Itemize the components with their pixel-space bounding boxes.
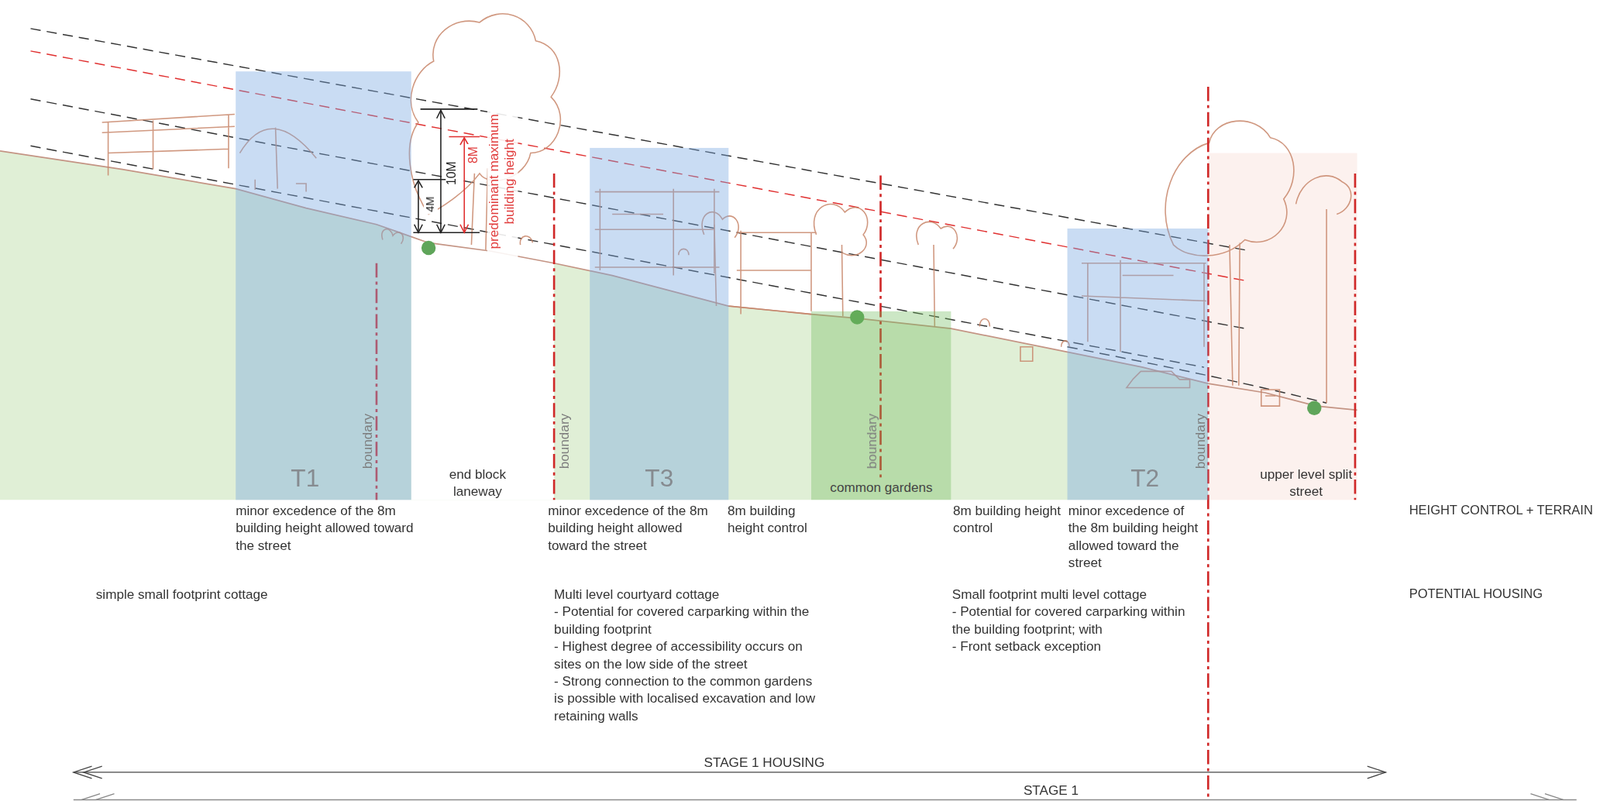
zone-label: T1 (290, 464, 320, 494)
dimension-line (412, 109, 480, 233)
housing-note: Small footprint multi level cottage (952, 585, 1198, 603)
dimension-label: 10M (445, 159, 460, 188)
control-note: minor excedence of the 8m building heigh… (547, 502, 724, 554)
sketch (728, 230, 816, 315)
zone-label: T2 (1130, 464, 1160, 494)
stage-label: STAGE 1 HOUSING (641, 753, 887, 771)
dimension-line (440, 110, 442, 233)
dimension-label: 4M (423, 193, 437, 214)
boundary-line (376, 86, 1356, 801)
dimension-line (414, 180, 424, 233)
sketch (102, 113, 235, 176)
dimension-label: 8M (466, 144, 481, 166)
sketch (1261, 389, 1280, 407)
housing-note: - Potential for covered carparking withi… (952, 602, 1198, 638)
stage-arrow (73, 799, 1577, 801)
dimension-line (463, 137, 465, 233)
garden-band: common gardens (811, 311, 951, 501)
ground-fill (1207, 153, 1357, 501)
dimension-line (436, 110, 446, 233)
ground-fill (411, 237, 554, 501)
area-label: upper level split street (1259, 465, 1353, 501)
note-list: Multi level courtyard cottage- Potential… (553, 585, 822, 725)
control-note: 8m building height control (953, 502, 1064, 537)
dimension-line (412, 231, 480, 234)
area-label: end block laneway (426, 465, 529, 501)
height-note: predominant maximum building height (486, 89, 517, 273)
dimension-line (420, 108, 479, 111)
boundary-label: boundary (1193, 412, 1209, 468)
row-heading: POTENTIAL HOUSING (1409, 585, 1543, 603)
row-heading: HEIGHT CONTROL + TERRAIN (1409, 502, 1594, 520)
zone-band: T3 (589, 147, 729, 500)
entry-dot (421, 240, 436, 255)
housing-note: - Highest degree of accessibility occurs… (553, 637, 822, 673)
control-note: minor excedence of the 8m building heigh… (1068, 502, 1201, 572)
control-note: minor excedence of the 8m building heigh… (235, 502, 417, 554)
zone-label: T3 (644, 464, 674, 494)
sketch (1296, 175, 1352, 403)
boundary-line (1354, 173, 1357, 500)
stage-arrow (73, 766, 1577, 800)
zone-label: common gardens (828, 480, 936, 497)
sketch (814, 204, 868, 317)
housing-note: - Potential for covered carparking withi… (553, 602, 822, 638)
boundary-line (553, 173, 556, 500)
control-note: 8m building height control (727, 502, 812, 537)
entry-dot (1307, 401, 1322, 416)
housing-note: - Strong connection to the common garden… (553, 672, 822, 725)
boundary-label: boundary (864, 412, 881, 468)
zone-band: T1 (235, 71, 412, 500)
stage-arrow (73, 771, 1387, 773)
note-list: Small footprint multi level cottage- Pot… (952, 585, 1198, 656)
sketch (409, 13, 561, 251)
housing-note: - Front setback exception (952, 637, 1198, 655)
stage-arrow (81, 794, 1563, 801)
housing-note: simple small footprint cottage (96, 585, 269, 603)
boundary-label: boundary (557, 412, 574, 468)
dimension-line (417, 180, 420, 233)
zone-band: T2 (1067, 228, 1209, 500)
housing-note: Multi level courtyard cottage (553, 585, 822, 603)
stage-label: STAGE 1 (979, 781, 1122, 799)
boundary-label: boundary (361, 412, 377, 468)
